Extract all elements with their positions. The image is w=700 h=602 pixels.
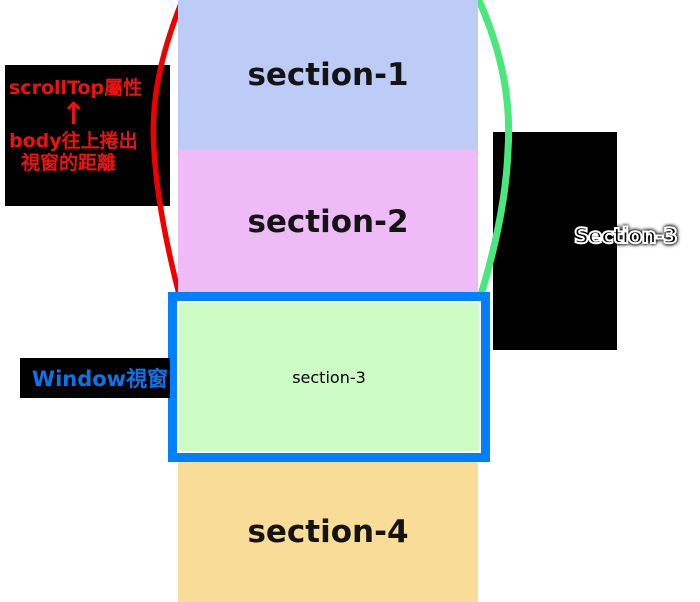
scrolltop-property-label: scrollTop屬性	[9, 77, 143, 99]
scrolled-region-left-arc	[150, 0, 186, 297]
window-callout-box: Window視窗	[20, 358, 170, 398]
scroll-distance-label-line1: body往上捲出	[9, 129, 138, 152]
right-callout-box	[493, 132, 617, 350]
window-viewport-label: Window視窗	[31, 367, 169, 391]
up-arrow-icon: ↑	[61, 96, 87, 132]
section-3-box: section-3	[179, 303, 479, 451]
scrolltop-callout-box: scrollTop屬性 ↑ body往上捲出 視窗的距離	[5, 65, 170, 206]
right-callout-label: Section-3	[573, 223, 679, 249]
section-4-label: section-4	[247, 514, 409, 550]
section-2-box: section-2	[178, 150, 478, 293]
window-viewport-frame: section-3	[168, 292, 490, 462]
section-3-label: section-3	[292, 367, 366, 387]
section-4-box: section-4	[178, 462, 478, 602]
section-2-label: section-2	[247, 203, 409, 240]
section-1-label: section-1	[247, 57, 409, 93]
scroll-distance-label-line2: 視窗的距離	[21, 152, 117, 175]
scrolled-region-right-arc	[474, 0, 513, 302]
section-1-box: section-1	[178, 0, 478, 150]
